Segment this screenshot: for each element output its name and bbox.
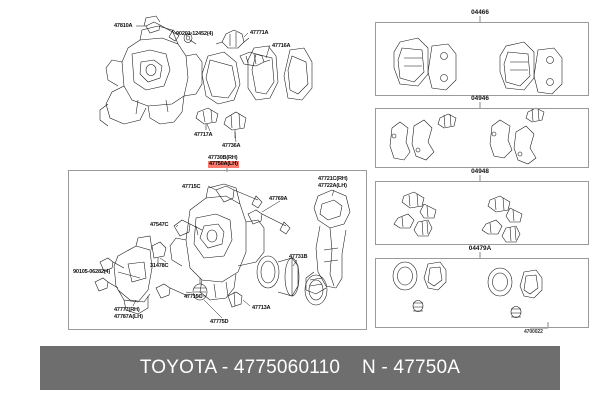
callout-47775d: 47775D	[210, 319, 229, 325]
callout-90105-06282: 90105-06282(4)	[73, 269, 111, 275]
upper-fasteners-art	[145, 21, 197, 45]
banner-text: TOYOTA - 4775060110 N - 47750A	[139, 357, 461, 378]
callout-47736a: 47736A	[222, 143, 241, 149]
upper-caliper-body-art	[99, 15, 203, 127]
callout-47777-rh: 47777(RH)	[114, 307, 140, 313]
part-number-rh: 47730B(RH)	[208, 155, 238, 161]
highlighted-part-number: 47730B(RH) 47750A(LH)	[208, 155, 239, 168]
kit-04948-art	[393, 191, 523, 243]
callout-47787a-lh: 47787A(LH)	[114, 314, 143, 320]
kit-caption-04946: 04946	[471, 95, 489, 102]
callout-47731b: 47731B	[289, 254, 308, 260]
upper-brake-pads-art	[201, 45, 313, 105]
kit-04479a-art	[392, 261, 543, 318]
callout-47722a-lh: 47722A(LH)	[318, 183, 347, 189]
kit-caption-04466: 04466	[471, 9, 489, 16]
callout-47713a: 47713A	[252, 305, 271, 311]
clip-47771a-art	[215, 29, 250, 49]
callout-47715c-top: 47715C	[182, 184, 201, 190]
detail-box-art	[94, 183, 351, 315]
callout-47715c-bottom: 47715C	[184, 294, 203, 300]
clips-47717a-47736a-art	[195, 107, 247, 138]
kit-box-shims-04946	[375, 108, 589, 168]
callout-47771a: 47771A	[250, 30, 269, 36]
kit-04466-art	[393, 37, 563, 95]
callout-47769a: 47769A	[269, 196, 288, 202]
part-number-lh-highlighted: 47750A(LH)	[208, 161, 239, 168]
callout-47716a: 47716A	[272, 43, 291, 49]
kit-caption-04948: 04948	[471, 168, 489, 175]
callout-90201-12452: 90201-12452(4)	[176, 31, 214, 37]
detail-caliper-box	[68, 170, 367, 330]
callout-47810a: 47810A	[114, 23, 133, 29]
kit-box-seals-04479a	[375, 258, 589, 328]
kit-box-pads-04466	[375, 22, 589, 96]
bottom-banner: TOYOTA - 4775060110 N - 47750A	[40, 346, 560, 390]
kit-04946-art	[389, 107, 545, 165]
callout-31478c: 31478C	[150, 263, 169, 269]
callout-47717a: 47717A	[194, 132, 213, 138]
callout-47547c: 47547C	[150, 222, 169, 228]
kit-box-clips-04948	[375, 181, 589, 245]
kit-caption-04479a: 04479A	[468, 245, 492, 252]
callout-47721c-rh: 47721C(RH)	[318, 176, 348, 182]
diagram-reference-code: 4700022	[524, 329, 543, 335]
